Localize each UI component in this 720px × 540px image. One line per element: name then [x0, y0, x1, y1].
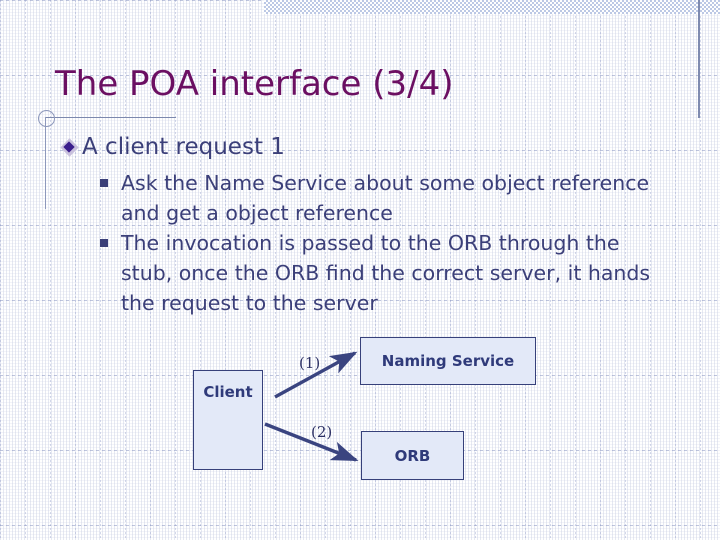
- background-top-band: [264, 0, 720, 14]
- square-bullet-icon: [100, 179, 108, 187]
- arrow-2-label: (2): [311, 423, 333, 441]
- background-right-vertical-rule: [698, 0, 700, 118]
- arrow-1-line: [274, 351, 358, 399]
- decorative-circle-icon: [38, 110, 55, 127]
- decorative-vertical-rule: [45, 117, 46, 209]
- body-content: A client request 1 Ask the Name Service …: [60, 132, 700, 318]
- page-title: The POA interface (3/4): [55, 64, 454, 104]
- bullet-level2: The invocation is passed to the ORB thro…: [100, 228, 700, 318]
- diagram-node-client: Client: [193, 370, 263, 470]
- square-bullet-icon: [100, 239, 108, 247]
- bullet-level1: A client request 1: [60, 132, 700, 162]
- bullet-level2: Ask the Name Service about some object r…: [100, 168, 700, 228]
- diagram-node-naming-service: Naming Service: [360, 337, 536, 385]
- diagram-node-orb: ORB: [361, 431, 464, 480]
- title-underline-rule: [46, 117, 176, 118]
- arrow-1-label: (1): [299, 354, 321, 372]
- bullet-level1-label: A client request 1: [82, 134, 285, 160]
- diamond-bullet-icon: [60, 138, 78, 156]
- bullet-level2-label: The invocation is passed to the ORB thro…: [121, 231, 651, 315]
- arrow-2-line: [264, 422, 359, 462]
- bullet-level2-label: Ask the Name Service about some object r…: [121, 171, 650, 225]
